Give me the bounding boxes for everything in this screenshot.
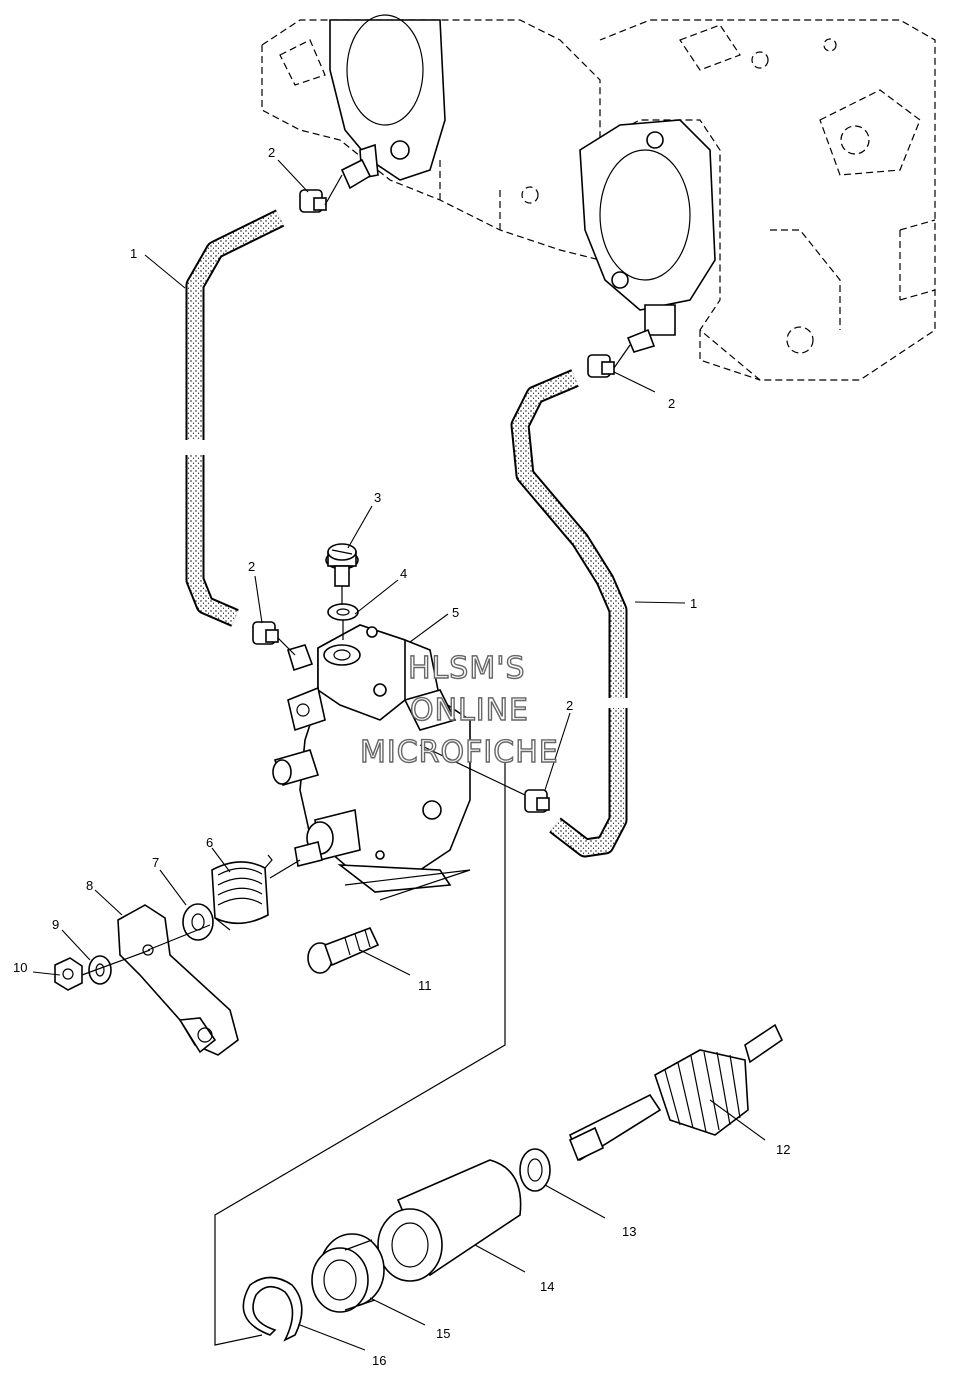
callout-8: 8 bbox=[86, 878, 93, 893]
watermark-line-2: ONLINE bbox=[410, 693, 529, 728]
sealing-washer bbox=[327, 603, 359, 621]
callout-2: 2 bbox=[268, 145, 275, 160]
right-barb-fitting bbox=[626, 328, 656, 353]
snap-ring bbox=[242, 1276, 303, 1342]
oil-hose-right-upper bbox=[510, 369, 628, 698]
callout-5: 5 bbox=[452, 605, 459, 620]
callout-16: 16 bbox=[372, 1353, 386, 1368]
callout-1: 1 bbox=[130, 246, 137, 261]
watermark: HLSM'S ONLINE MICROFICHE bbox=[359, 650, 559, 770]
callout-11: 11 bbox=[418, 978, 432, 993]
callout-13: 13 bbox=[622, 1224, 636, 1239]
bleed-screw bbox=[325, 543, 359, 587]
oil-seal bbox=[311, 1233, 385, 1313]
pump-inlet-barb bbox=[287, 644, 314, 672]
hex-nut bbox=[54, 957, 83, 991]
assembly-guide-lines bbox=[81, 174, 631, 1346]
drive-bushing bbox=[377, 1159, 522, 1282]
callout-2: 2 bbox=[668, 396, 675, 411]
callout-2: 2 bbox=[248, 559, 255, 574]
thrust-washer bbox=[519, 1148, 551, 1192]
callout-1: 1 bbox=[690, 596, 697, 611]
callout-7: 7 bbox=[152, 855, 159, 870]
return-spring bbox=[211, 854, 273, 931]
callout-labels: 1 1 2 2 2 2 3 4 5 6 7 8 9 10 11 12 13 14… bbox=[13, 145, 790, 1368]
right-exhaust-flange bbox=[579, 119, 716, 336]
oil-hose-right-lower bbox=[549, 708, 628, 858]
callout-15: 15 bbox=[436, 1326, 450, 1341]
hose-clamp-top-left bbox=[299, 189, 327, 213]
hose-clamp-pump-left bbox=[252, 621, 279, 645]
oil-hose-left-upper bbox=[185, 209, 285, 440]
control-lever bbox=[117, 904, 239, 1056]
engine-cylinder-block bbox=[261, 19, 936, 381]
leader-lines bbox=[32, 159, 766, 1351]
mounting-bolt bbox=[307, 926, 380, 974]
watermark-line-3: MICROFICHE bbox=[360, 735, 559, 770]
pump-drive-gear bbox=[568, 1023, 784, 1162]
callout-2: 2 bbox=[566, 698, 573, 713]
callout-12: 12 bbox=[776, 1142, 790, 1157]
lock-washer bbox=[88, 955, 112, 985]
callout-10: 10 bbox=[13, 960, 27, 975]
callout-14: 14 bbox=[540, 1279, 554, 1294]
left-barb-fitting bbox=[340, 158, 372, 190]
callout-6: 6 bbox=[206, 835, 213, 850]
oil-hose-left-lower bbox=[185, 455, 239, 627]
hose-clamp-top-right bbox=[587, 354, 615, 378]
left-exhaust-flange bbox=[329, 14, 446, 181]
hose-clamp-pump-right bbox=[524, 789, 550, 813]
callout-9: 9 bbox=[52, 917, 59, 932]
callout-4: 4 bbox=[400, 566, 407, 581]
watermark-line-1: HLSM'S bbox=[408, 651, 526, 686]
callout-3: 3 bbox=[374, 490, 381, 505]
